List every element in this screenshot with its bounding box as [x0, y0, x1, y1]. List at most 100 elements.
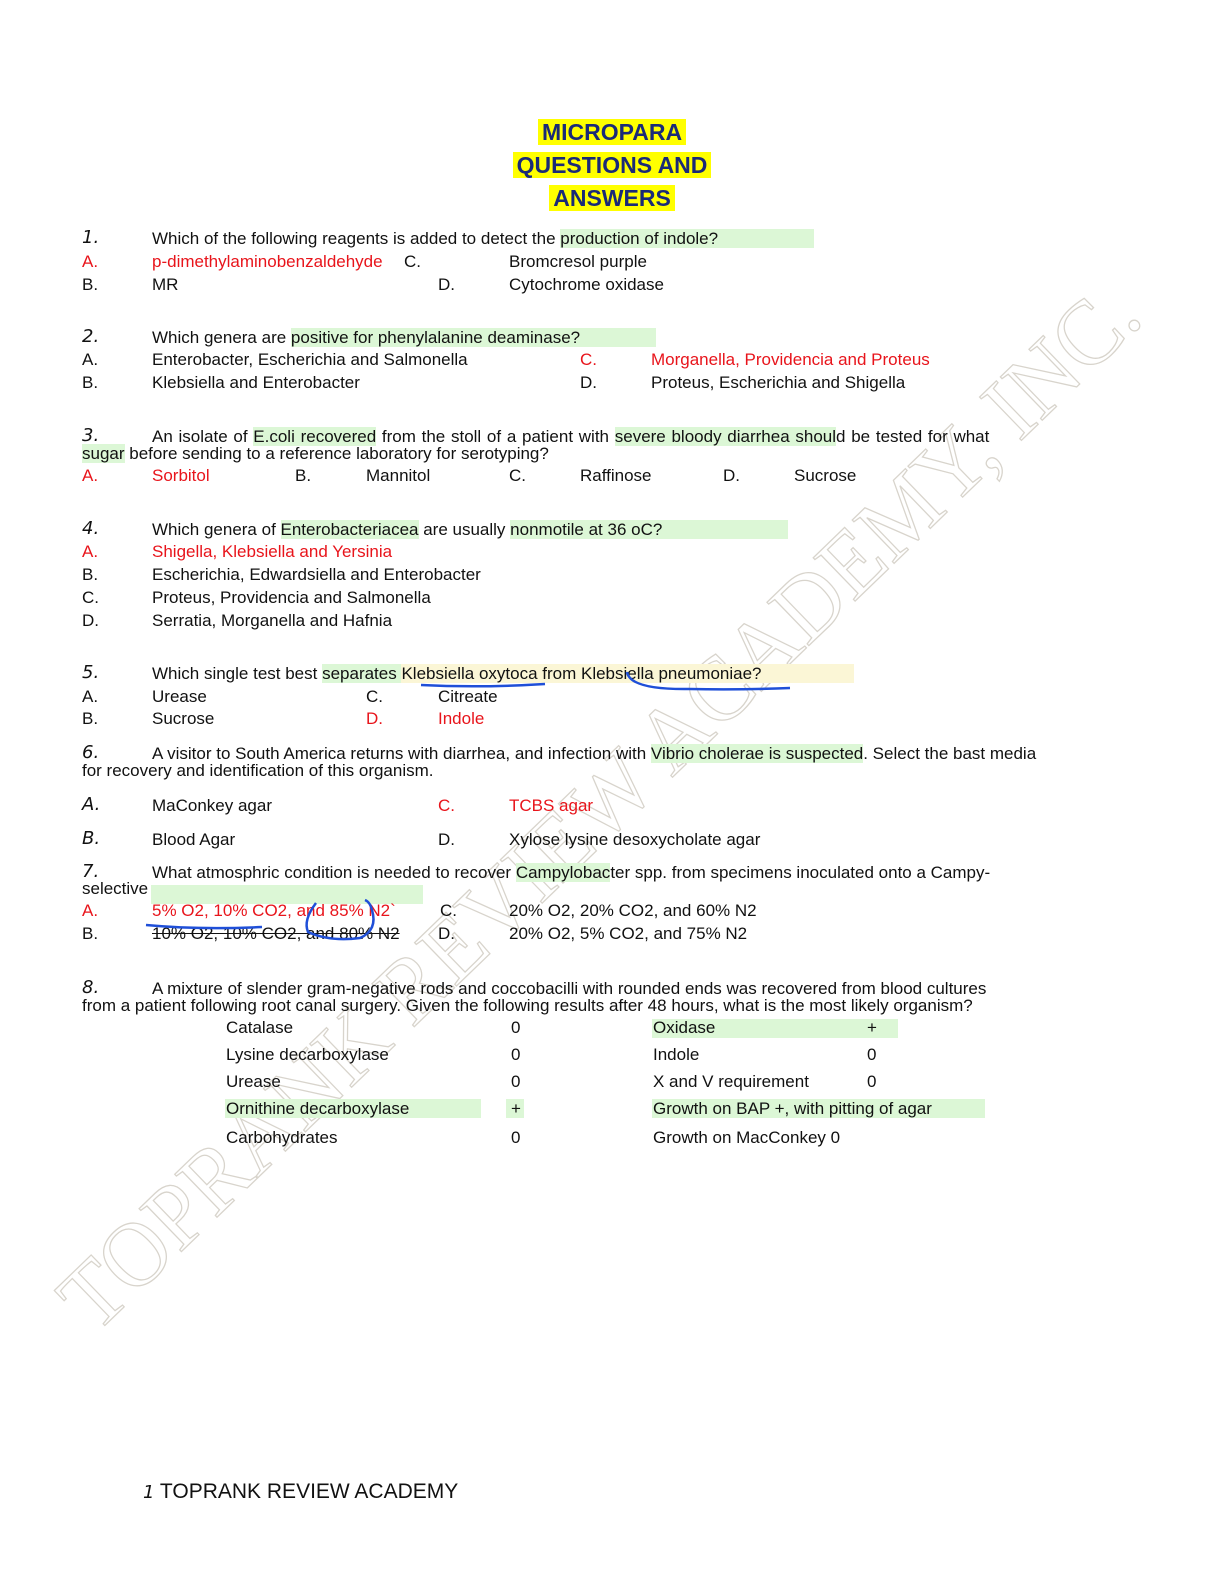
option-answer: Sorbitol	[152, 466, 210, 485]
option-letter: A.	[82, 542, 99, 561]
footer-text: TOPRANK REVIEW ACADEMY	[159, 1480, 459, 1503]
option-answer: Shigella, Klebsiella and Yersinia	[152, 542, 393, 561]
test-result: 0	[867, 1072, 877, 1091]
option-text: 20% O2, 5% CO2, and 75% N2	[509, 924, 748, 943]
option-text: Sucrose	[794, 466, 857, 485]
option-letter: B.	[82, 565, 99, 584]
option-text: Bromcresol purple	[509, 252, 647, 271]
option-letter: D.	[438, 830, 455, 849]
option-letter: B.	[82, 924, 99, 943]
option-letter: C.	[580, 350, 597, 369]
question-text: Which genera are positive for phenylalan…	[152, 328, 657, 348]
page-footer: 1 TOPRANK REVIEW ACADEMY	[143, 1480, 458, 1504]
test-name: Lysine decarboxylase	[226, 1045, 389, 1064]
question-text: Which of the following reagents is added…	[152, 229, 815, 249]
option-text: MR	[152, 275, 179, 294]
test-name: Growth on MacConkey 0	[653, 1128, 841, 1147]
question-text: A visitor to South America returns with …	[152, 744, 1037, 763]
option-answer: Indole	[438, 709, 485, 728]
option-text: MaConkey agar	[152, 796, 273, 815]
question-number: 2.	[82, 326, 100, 347]
option-letter: D.	[438, 275, 455, 294]
question-text-cont: from a patient following root canal surg…	[82, 996, 973, 1015]
option-letter: D.	[82, 611, 99, 630]
option-letter: C.	[404, 252, 421, 271]
title-line-2: QUESTIONS AND	[0, 148, 1224, 182]
option-text: Escherichia, Edwardsiella and Enterobact…	[152, 565, 481, 584]
test-name: Carbohydrates	[226, 1128, 338, 1147]
option-text: Citreate	[438, 687, 498, 706]
question-text: What atmosphric condition is needed to r…	[152, 863, 991, 882]
option-letter: A.	[82, 350, 99, 369]
question-number: 4.	[82, 518, 100, 539]
option-letter: C.	[509, 466, 526, 485]
option-text: Blood Agar	[152, 830, 236, 849]
test-result: 0	[511, 1018, 521, 1037]
option-text: 20% O2, 20% CO2, and 60% N2	[509, 901, 757, 920]
option-letter: B.	[295, 466, 312, 485]
option-answer: TCBS agar	[509, 796, 594, 815]
option-letter: D.	[438, 924, 455, 943]
question-text-cont: selective	[82, 879, 149, 898]
question-text: Which single test best separates Klebsie…	[152, 664, 854, 684]
option-text: Enterobacter, Escherichia and Salmonella	[152, 350, 468, 369]
test-result: 0	[511, 1072, 521, 1091]
question-number: 8.	[82, 977, 100, 998]
question-number: 5.	[82, 662, 100, 683]
page-number: 1	[143, 1482, 155, 1503]
option-answer: 5% O2, 10% CO2, and 85% N2`	[152, 901, 396, 920]
option-letter: A.	[82, 252, 99, 271]
option-letter: D.	[366, 709, 383, 728]
option-letter: D.	[723, 466, 740, 485]
option-answer: p-dimethylaminobenzaldehyde	[152, 252, 383, 271]
option-letter: C.	[82, 588, 99, 607]
option-letter: B.	[82, 828, 101, 849]
option-text: Mannitol	[366, 466, 431, 485]
question-number: 6.	[82, 742, 100, 763]
option-text: Urease	[152, 687, 207, 706]
option-letter: A.	[82, 794, 101, 815]
test-result: 0	[867, 1045, 877, 1064]
question-number: 3.	[82, 425, 100, 446]
test-name: Ornithine decarboxylase	[226, 1099, 410, 1118]
option-letter: A.	[82, 687, 99, 706]
option-text: Cytochrome oxidase	[509, 275, 664, 294]
pen-markup	[145, 898, 375, 941]
pen-underline	[420, 671, 791, 691]
option-letter: B.	[82, 709, 99, 728]
test-result: 0	[511, 1128, 521, 1147]
option-text: Proteus, Providencia and Salmonella	[152, 588, 431, 607]
option-text: Xylose lysine desoxycholate agar	[509, 830, 761, 849]
option-text: Serratia, Morganella and Hafnia	[152, 611, 393, 630]
title-line-3: ANSWERS	[0, 181, 1224, 215]
question-text: An isolate of E.coli recovered from the …	[152, 427, 990, 446]
test-name: Growth on BAP +, with pitting of agar	[653, 1099, 932, 1118]
option-text: Sucrose	[152, 709, 215, 728]
option-text: Klebsiella and Enterobacter	[152, 373, 360, 392]
option-text: Raffinose	[580, 466, 652, 485]
question-number: 1.	[82, 227, 100, 248]
option-letter: B.	[82, 373, 99, 392]
option-letter: C.	[438, 796, 455, 815]
test-result: 0	[511, 1045, 521, 1064]
option-letter: A.	[82, 466, 99, 485]
question-text: A mixture of slender gram-negative rods …	[152, 979, 987, 998]
test-name: Oxidase	[653, 1018, 716, 1037]
test-name: Urease	[226, 1072, 281, 1091]
question-text-cont: sugar before sending to a reference labo…	[82, 444, 549, 463]
option-letter: A.	[82, 901, 99, 920]
option-letter: C.	[440, 901, 457, 920]
test-name: X and V requirement	[653, 1072, 809, 1091]
option-letter: C.	[366, 687, 383, 706]
test-name: Indole	[653, 1045, 700, 1064]
option-letter: B.	[82, 275, 99, 294]
question-number: 7.	[82, 861, 100, 882]
title-line-1: MICROPARA	[0, 115, 1224, 149]
question-text-cont: for recovery and identification of this …	[82, 761, 434, 780]
option-text: Proteus, Escherichia and Shigella	[651, 373, 906, 392]
option-letter: D.	[580, 373, 597, 392]
test-name: Catalase	[226, 1018, 294, 1037]
test-result: +	[867, 1018, 877, 1037]
test-result: +	[511, 1099, 521, 1118]
question-text: Which genera of Enterobacteriacea are us…	[152, 520, 789, 540]
